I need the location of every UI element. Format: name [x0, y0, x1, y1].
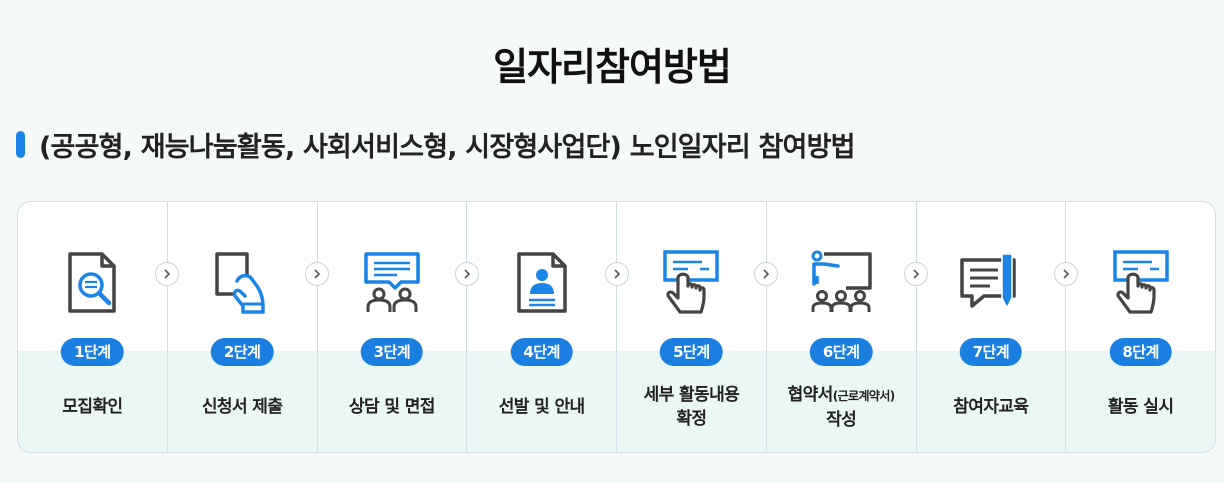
chevron-right-icon: [904, 262, 928, 286]
step-label-text: 모집확인: [62, 397, 123, 417]
step-badge: 6단계: [809, 338, 873, 366]
step-label-text-line2: 작성: [826, 409, 857, 430]
step-label-text-line2: 확정: [676, 409, 707, 429]
chevron-right-icon: [754, 262, 778, 286]
document-search-icon: [68, 252, 117, 313]
step-label-line1: 협약서(근로계약서): [787, 383, 896, 408]
step-4: 4단계 선발 및 안내: [467, 202, 617, 452]
chevron-right-icon: [1054, 262, 1078, 286]
step-3: 3단계 상담 및 면접: [318, 202, 468, 452]
steps-panel: 1단계 모집확인 2단계 신청서 제출 3단계 상담 및 면접: [17, 201, 1216, 453]
step-badge: 3단계: [360, 338, 424, 366]
step-label-text: 참여자교육: [953, 397, 1029, 417]
chevron-right-icon: [455, 262, 479, 286]
step-badge: 7단계: [959, 338, 1023, 366]
consultation-people-icon: [364, 252, 420, 312]
touch-screen-icon: [1112, 250, 1169, 314]
chevron-right-icon: [305, 262, 329, 286]
step-label: 선발 및 안내: [467, 382, 616, 432]
hand-submit-document-icon: [215, 252, 265, 314]
touch-screen-icon: [663, 250, 720, 314]
step-label: 협약서(근로계약서) 작성: [767, 382, 916, 432]
step-label: 세부 활동내용 확정: [617, 382, 766, 432]
step-label: 상담 및 면접: [318, 382, 467, 432]
presentation-audience-icon: [811, 250, 872, 312]
step-label-text: 선발 및 안내: [498, 397, 585, 417]
step-7: 7단계 참여자교육: [917, 202, 1067, 452]
step-label-text: 활동 실시: [1107, 397, 1174, 417]
section-title: (공공형, 재능나눔활동, 사회서비스형, 시장형사업단) 노인일자리 참여방법: [39, 131, 855, 163]
step-badge: 8단계: [1109, 338, 1172, 366]
step-label: 참여자교육: [917, 382, 1066, 432]
step-label-text: 협약서: [787, 384, 834, 405]
step-5: 5단계 세부 활동내용 확정: [617, 202, 767, 452]
step-label: 신청서 제출: [168, 382, 317, 432]
step-label: 활동 실시: [1066, 382, 1215, 432]
step-8: 8단계 활동 실시: [1066, 202, 1215, 452]
step-label-text: 신청서 제출: [201, 397, 283, 417]
section-heading: (공공형, 재능나눔활동, 사회서비스형, 시장형사업단) 노인일자리 참여방법: [16, 124, 855, 164]
step-1: 1단계 모집확인: [18, 202, 168, 452]
step-6: 6단계 협약서(근로계약서) 작성: [767, 202, 917, 452]
speech-pen-icon: [960, 253, 1016, 309]
step-label-note: (근로계약서): [832, 388, 896, 403]
step-badge: 5단계: [660, 338, 723, 366]
step-badge: 4단계: [510, 338, 573, 366]
step-label-text: 세부 활동내용: [643, 385, 740, 405]
step-2: 2단계 신청서 제출: [168, 202, 318, 452]
chevron-right-icon: [155, 262, 179, 286]
chevron-right-icon: [605, 262, 629, 286]
step-badge: 2단계: [210, 338, 274, 366]
step-badge: 1단계: [61, 338, 124, 366]
id-profile-document-icon: [516, 252, 567, 313]
step-label-text: 상담 및 면접: [348, 397, 435, 417]
step-label: 모집확인: [18, 382, 167, 432]
section-accent-bar: [16, 130, 25, 158]
page-title: 일자리참여방법: [493, 45, 732, 89]
